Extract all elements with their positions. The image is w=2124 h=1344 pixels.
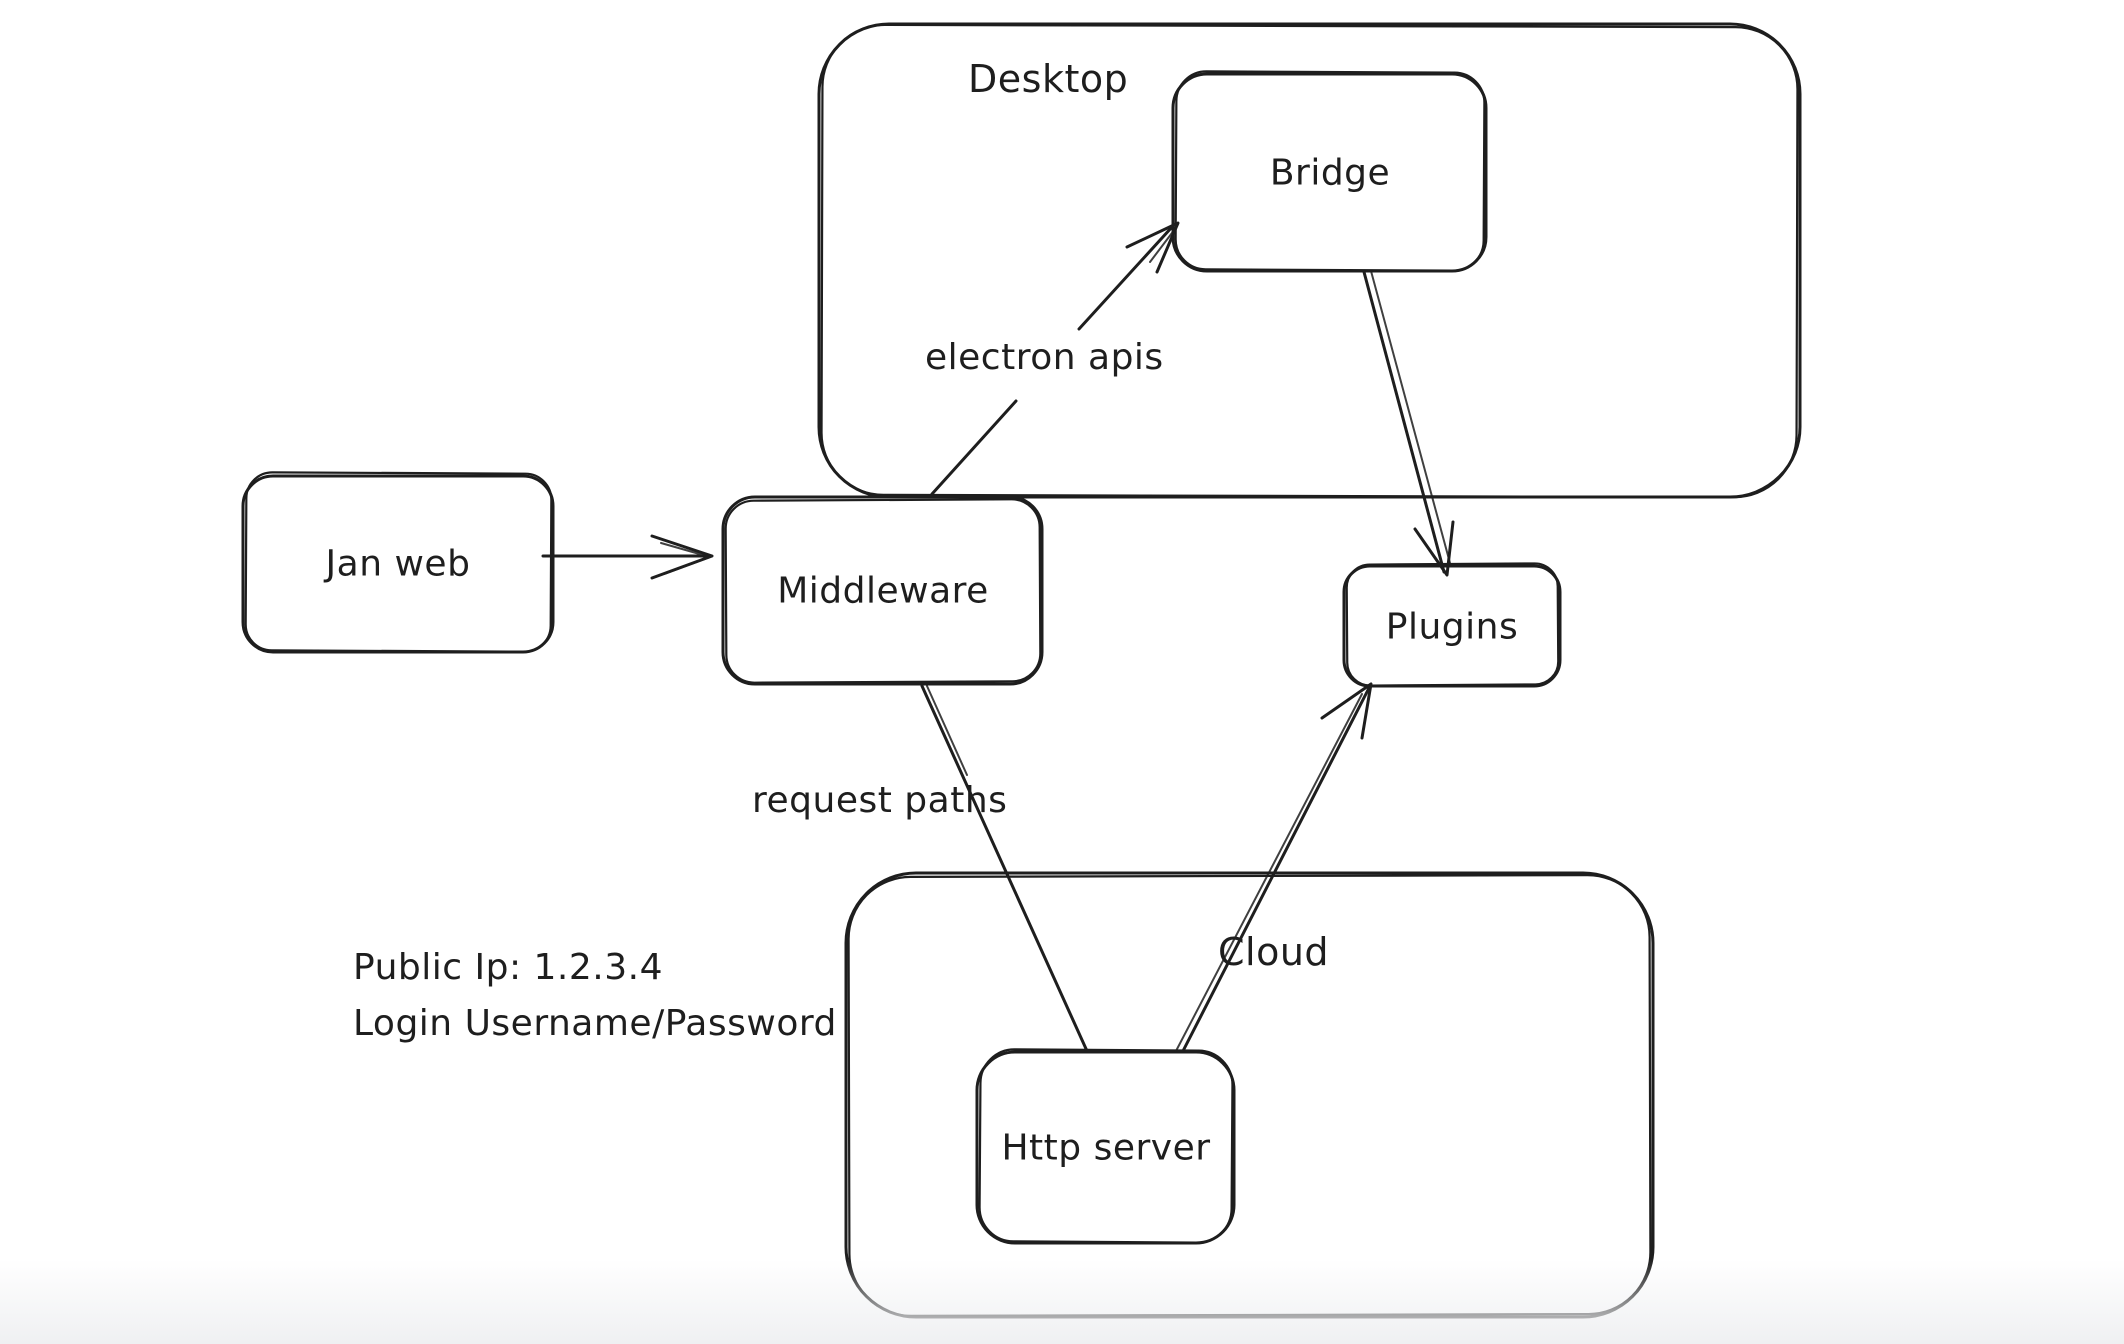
edge-httpserver-plugins[interactable] [1175,682,1373,1053]
node-label-http-server[interactable]: Http server [1001,1127,1211,1169]
edge-label-electron-apis[interactable]: electron apis [925,337,1164,378]
node-label-bridge[interactable]: Bridge [1269,152,1391,194]
node-bridge-shape[interactable] [1171,70,1488,273]
container-label-cloud[interactable]: Cloud [1218,930,1330,974]
container-desktop-shape[interactable] [817,22,1802,499]
note-login-credentials[interactable]: Login Username/Password [353,1003,837,1044]
edge-janweb-middleware[interactable] [541,534,714,580]
node-jan-web-shape[interactable] [241,471,555,654]
node-label-middleware[interactable]: Middleware [777,570,989,612]
edge-middleware-httpserver[interactable] [920,684,1089,1053]
edge-label-request-paths[interactable]: request paths [752,780,1008,821]
node-http-server-shape[interactable] [975,1048,1236,1245]
node-middleware-shape[interactable] [721,495,1044,686]
node-plugins-shape[interactable] [1342,562,1562,688]
node-label-jan-web[interactable]: Jan web [325,543,471,585]
node-label-plugins[interactable]: Plugins [1385,606,1519,648]
note-public-ip[interactable]: Public Ip: 1.2.3.4 [353,947,663,988]
container-label-desktop[interactable]: Desktop [968,57,1129,101]
edge-bridge-plugins[interactable] [1362,270,1455,577]
edge-middleware-bridge[interactable] [930,221,1180,496]
